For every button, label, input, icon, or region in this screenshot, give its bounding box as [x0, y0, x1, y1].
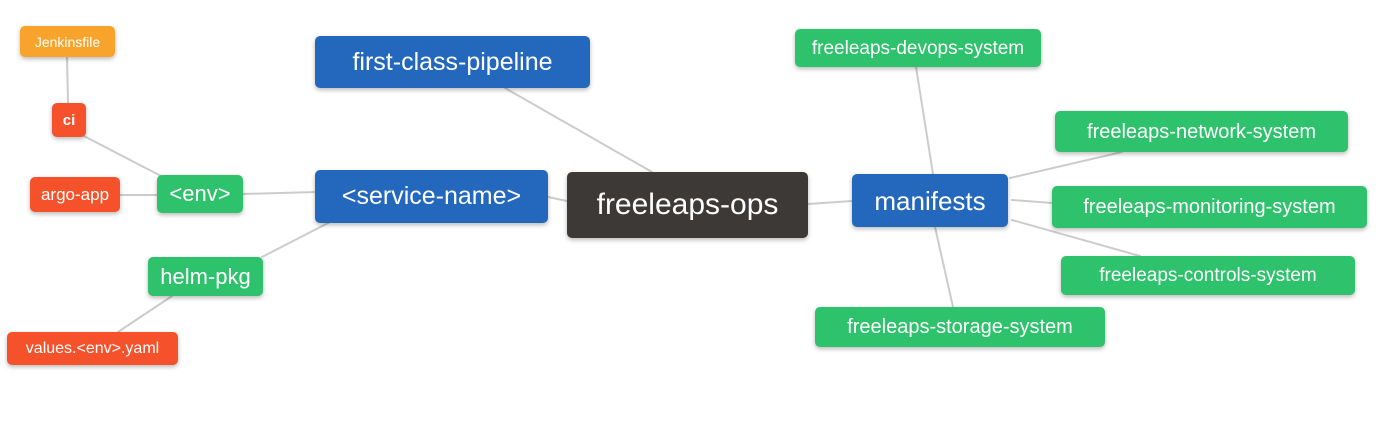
- edge-manifests-to-monitoring-system: [1011, 199, 1053, 204]
- node-storage-system[interactable]: freeleaps-storage-system: [815, 307, 1105, 347]
- edge-helm-pkg-to-service-name: [261, 220, 333, 258]
- node-env[interactable]: <env>: [157, 175, 243, 213]
- node-label: <env>: [169, 181, 231, 206]
- edge-manifests-to-network-system: [1009, 151, 1123, 179]
- node-argo-app[interactable]: argo-app: [30, 177, 120, 212]
- edge-first-class-pipeline-to-freeleaps-ops: [504, 87, 653, 173]
- node-jenkinsfile[interactable]: Jenkinsfile: [20, 26, 115, 57]
- node-label: freeleaps-ops: [596, 188, 779, 221]
- node-label: first-class-pipeline: [352, 47, 553, 76]
- node-monitoring-system[interactable]: freeleaps-monitoring-system: [1052, 186, 1367, 228]
- edge-jenkinsfile-to-ci: [66, 56, 69, 104]
- node-ci[interactable]: ci: [52, 103, 86, 137]
- node-manifests[interactable]: manifests: [852, 174, 1008, 227]
- node-label: ci: [62, 111, 76, 129]
- node-label: freeleaps-network-system: [1087, 120, 1316, 143]
- node-service-name[interactable]: <service-name>: [315, 170, 548, 223]
- edge-env-to-service-name: [242, 191, 316, 195]
- node-values-env-yaml[interactable]: values.<env>.yaml: [7, 332, 178, 365]
- node-label: freeleaps-devops-system: [811, 37, 1025, 59]
- node-label: freeleaps-controls-system: [1099, 265, 1317, 286]
- edge-manifests-to-storage-system: [934, 226, 954, 308]
- node-label: values.<env>.yaml: [25, 339, 160, 357]
- node-label: manifests: [874, 185, 986, 216]
- edge-manifests-to-devops-system: [915, 66, 934, 175]
- node-label: argo-app: [40, 185, 110, 204]
- node-label: freeleaps-storage-system: [847, 316, 1073, 338]
- node-helm-pkg[interactable]: helm-pkg: [148, 257, 263, 296]
- node-devops-system[interactable]: freeleaps-devops-system: [795, 29, 1041, 67]
- edge-ci-to-env: [79, 133, 164, 178]
- node-label: helm-pkg: [160, 263, 251, 289]
- edge-freeleaps-ops-to-manifests: [807, 200, 853, 205]
- node-network-system[interactable]: freeleaps-network-system: [1055, 111, 1348, 152]
- node-freeleaps-ops[interactable]: freeleaps-ops: [567, 172, 808, 238]
- node-label: Jenkinsfile: [34, 33, 101, 50]
- node-controls-system[interactable]: freeleaps-controls-system: [1061, 256, 1355, 295]
- node-first-class-pipeline[interactable]: first-class-pipeline: [315, 36, 590, 88]
- edge-service-name-to-freeleaps-ops: [547, 196, 568, 202]
- edge-values-env-yaml-to-helm-pkg: [117, 295, 173, 333]
- node-label: <service-name>: [341, 182, 522, 210]
- node-label: freeleaps-monitoring-system: [1083, 196, 1336, 218]
